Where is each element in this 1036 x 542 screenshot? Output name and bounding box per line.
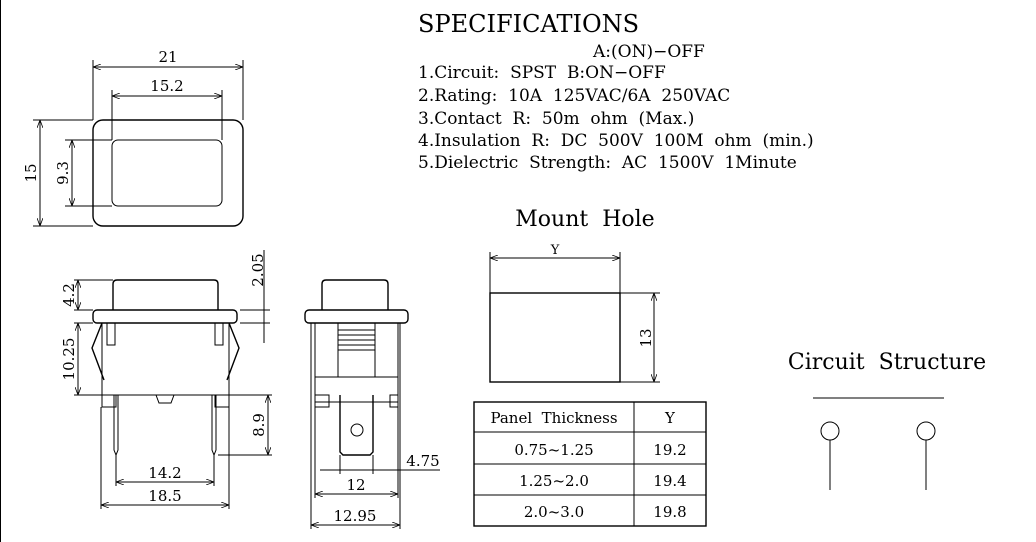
contact-circle bbox=[820, 421, 840, 441]
top-view: 21 15.2 15 9.3 bbox=[22, 48, 244, 227]
side-view: 4.2 10.25 2.05 8.9 14.2 18.5 bbox=[60, 250, 272, 509]
table-cell: 1.25~2.0 bbox=[519, 472, 589, 490]
circuit-structure: Circuit Structure bbox=[788, 350, 986, 490]
dim-body-width: 18.5 bbox=[148, 487, 181, 505]
dim-width: 21 bbox=[158, 48, 177, 66]
specifications-block: SPECIFICATIONS A:(ON)−OFF 1.Circuit: SPS… bbox=[418, 10, 814, 173]
end-view: 4.75 12 12.95 bbox=[304, 279, 440, 529]
table-cell: 19.8 bbox=[653, 503, 686, 521]
dim-flange-width: 12.95 bbox=[334, 507, 377, 525]
table-cell: 2.0~3.0 bbox=[524, 503, 584, 521]
dim-cap-height: 4.2 bbox=[60, 283, 78, 307]
table-header: Y bbox=[664, 409, 676, 427]
table-cell: 19.4 bbox=[653, 472, 686, 490]
mount-hole-width-label: Y bbox=[550, 243, 560, 258]
table-header: Panel Thickness bbox=[490, 409, 617, 427]
dim-end-body-width: 12 bbox=[346, 476, 365, 494]
dim-pin-pitch: 14.2 bbox=[148, 464, 181, 482]
spec-line: 5.Dielectric Strength: AC 1500V 1Minute bbox=[418, 153, 797, 173]
spec-circuit-a: A:(ON)−OFF bbox=[592, 42, 705, 62]
table-cell: 0.75~1.25 bbox=[514, 441, 593, 459]
mount-hole-height: 13 bbox=[637, 328, 655, 347]
spec-line: 4.Insulation R: DC 500V 100M ohm (min.) bbox=[418, 131, 814, 151]
mount-hole-title: Mount Hole bbox=[515, 207, 654, 232]
table-cell: 19.2 bbox=[653, 441, 686, 459]
contact-circle bbox=[916, 421, 936, 441]
spec-line: 3.Contact R: 50m ohm (Max.) bbox=[418, 109, 694, 129]
panel-thickness-table: Panel Thickness Y 0.75~1.25 19.2 1.25~2.… bbox=[473, 401, 707, 527]
dim-flange: 2.05 bbox=[249, 253, 267, 286]
spec-title: SPECIFICATIONS bbox=[418, 10, 639, 38]
dim-terminal-width: 4.75 bbox=[406, 452, 439, 470]
dim-inner-width: 15.2 bbox=[150, 77, 183, 95]
dim-inner-height: 9.3 bbox=[54, 161, 72, 185]
circuit-structure-title: Circuit Structure bbox=[788, 350, 986, 375]
dim-height: 15 bbox=[22, 163, 40, 182]
mount-hole: Mount Hole Y 13 bbox=[489, 207, 660, 383]
spec-line: 2.Rating: 10A 125VAC/6A 250VAC bbox=[418, 86, 730, 106]
spec-line: 1.Circuit: SPST B:ON−OFF bbox=[418, 63, 666, 83]
dim-body-height: 10.25 bbox=[60, 338, 78, 381]
dim-pin-length: 8.9 bbox=[250, 413, 268, 437]
